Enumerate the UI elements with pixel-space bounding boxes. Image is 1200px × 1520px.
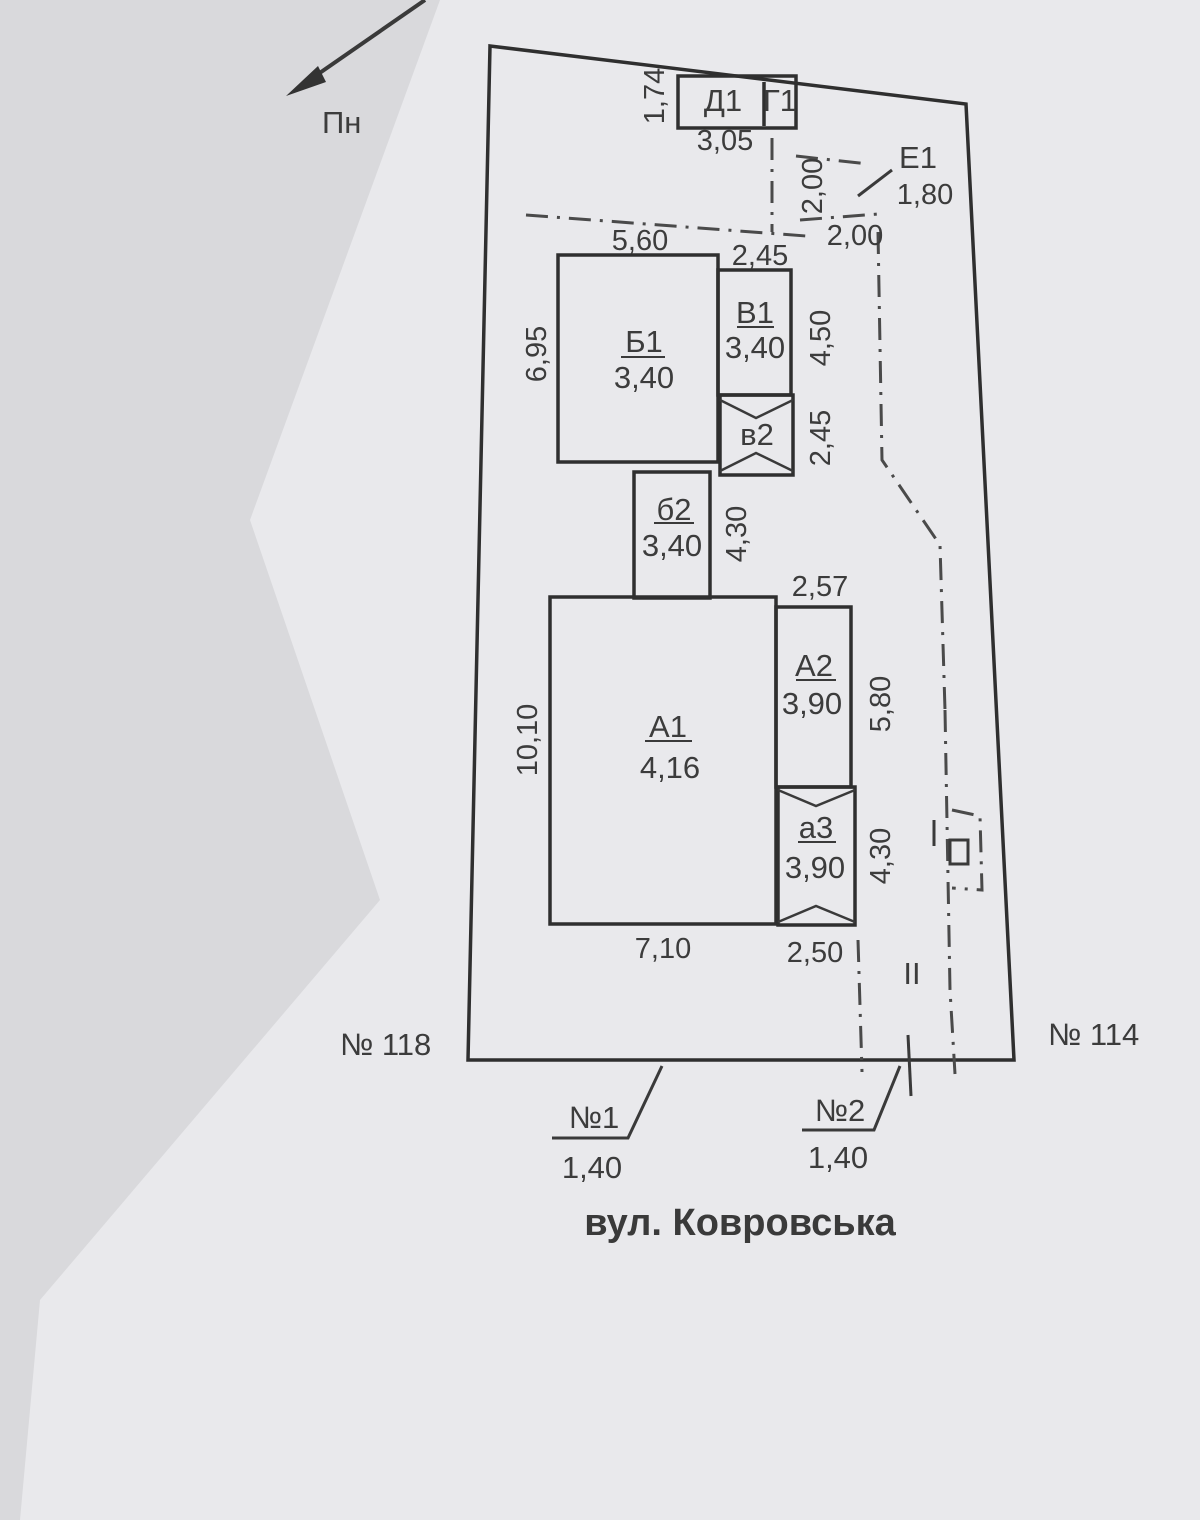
building-d1-code: Д1 — [704, 83, 742, 118]
neighbor-right-label: № 114 — [1048, 1017, 1139, 1052]
building-b2-height: 3,40 — [642, 528, 702, 563]
a2-width-dim: 5,80 — [865, 676, 897, 732]
b1-width-dim: 6,95 — [521, 326, 553, 382]
d1-width-dim: 1,74 — [639, 68, 671, 124]
entrance-2-code: №2 — [815, 1093, 866, 1128]
building-b1-height: 3,40 — [614, 360, 674, 395]
b1-length-dim: 5,60 — [612, 225, 668, 257]
a2-length-dim: 2,57 — [792, 571, 848, 603]
entrance-2-width: 1,40 — [808, 1140, 868, 1175]
building-a1-code: А1 — [649, 709, 687, 744]
building-a3 — [776, 785, 857, 927]
north-arrow — [286, 0, 427, 96]
b2-length-dim: 4,30 — [721, 506, 753, 562]
e1-dim-b: 2,00 — [827, 220, 883, 252]
a3-width-dim: 4,30 — [865, 828, 897, 884]
north-label: Пн — [322, 105, 361, 140]
street-name: вул. Ковровська — [584, 1202, 896, 1244]
neighbor-left-label: № 118 — [340, 1027, 431, 1062]
d1-length-dim: 3,05 — [697, 125, 753, 157]
building-v2 — [718, 393, 795, 477]
e1-value: 1,80 — [897, 179, 953, 211]
building-b2-code: б2 — [657, 492, 692, 527]
e1-code: Е1 — [899, 140, 937, 175]
entrance-1-code: №1 — [569, 1100, 620, 1135]
well-symbol — [932, 820, 970, 866]
entrance-1-width: 1,40 — [562, 1150, 622, 1185]
a3-length-dim: 2,50 — [787, 937, 843, 969]
building-b1-code: Б1 — [625, 324, 663, 359]
building-a1-height: 4,16 — [640, 750, 700, 785]
paper-sheet — [20, 0, 1200, 1520]
fence-mark: II — [903, 956, 920, 991]
fence-lines — [525, 138, 984, 1075]
a1-length-dim: 7,10 — [635, 933, 691, 965]
v1-length-dim: 2,45 — [732, 240, 788, 272]
building-v1-code: В1 — [736, 295, 774, 330]
building-v2-code: в2 — [740, 417, 774, 452]
building-g1-code: Г1 — [763, 83, 797, 118]
building-a2-code: А2 — [795, 648, 833, 683]
building-a3-code: а3 — [799, 810, 833, 845]
e1-dim-a: 2,00 — [797, 158, 829, 214]
parcel-boundary — [466, 44, 1016, 1062]
building-v1-height: 3,40 — [725, 330, 785, 365]
a1-width-dim: 10,10 — [512, 704, 544, 777]
building-a3-height: 3,90 — [785, 850, 845, 885]
v1-width-dim: 4,50 — [805, 310, 837, 366]
building-d1 — [676, 74, 798, 130]
building-a2-height: 3,90 — [782, 686, 842, 721]
v2-width-dim: 2,45 — [805, 410, 837, 466]
